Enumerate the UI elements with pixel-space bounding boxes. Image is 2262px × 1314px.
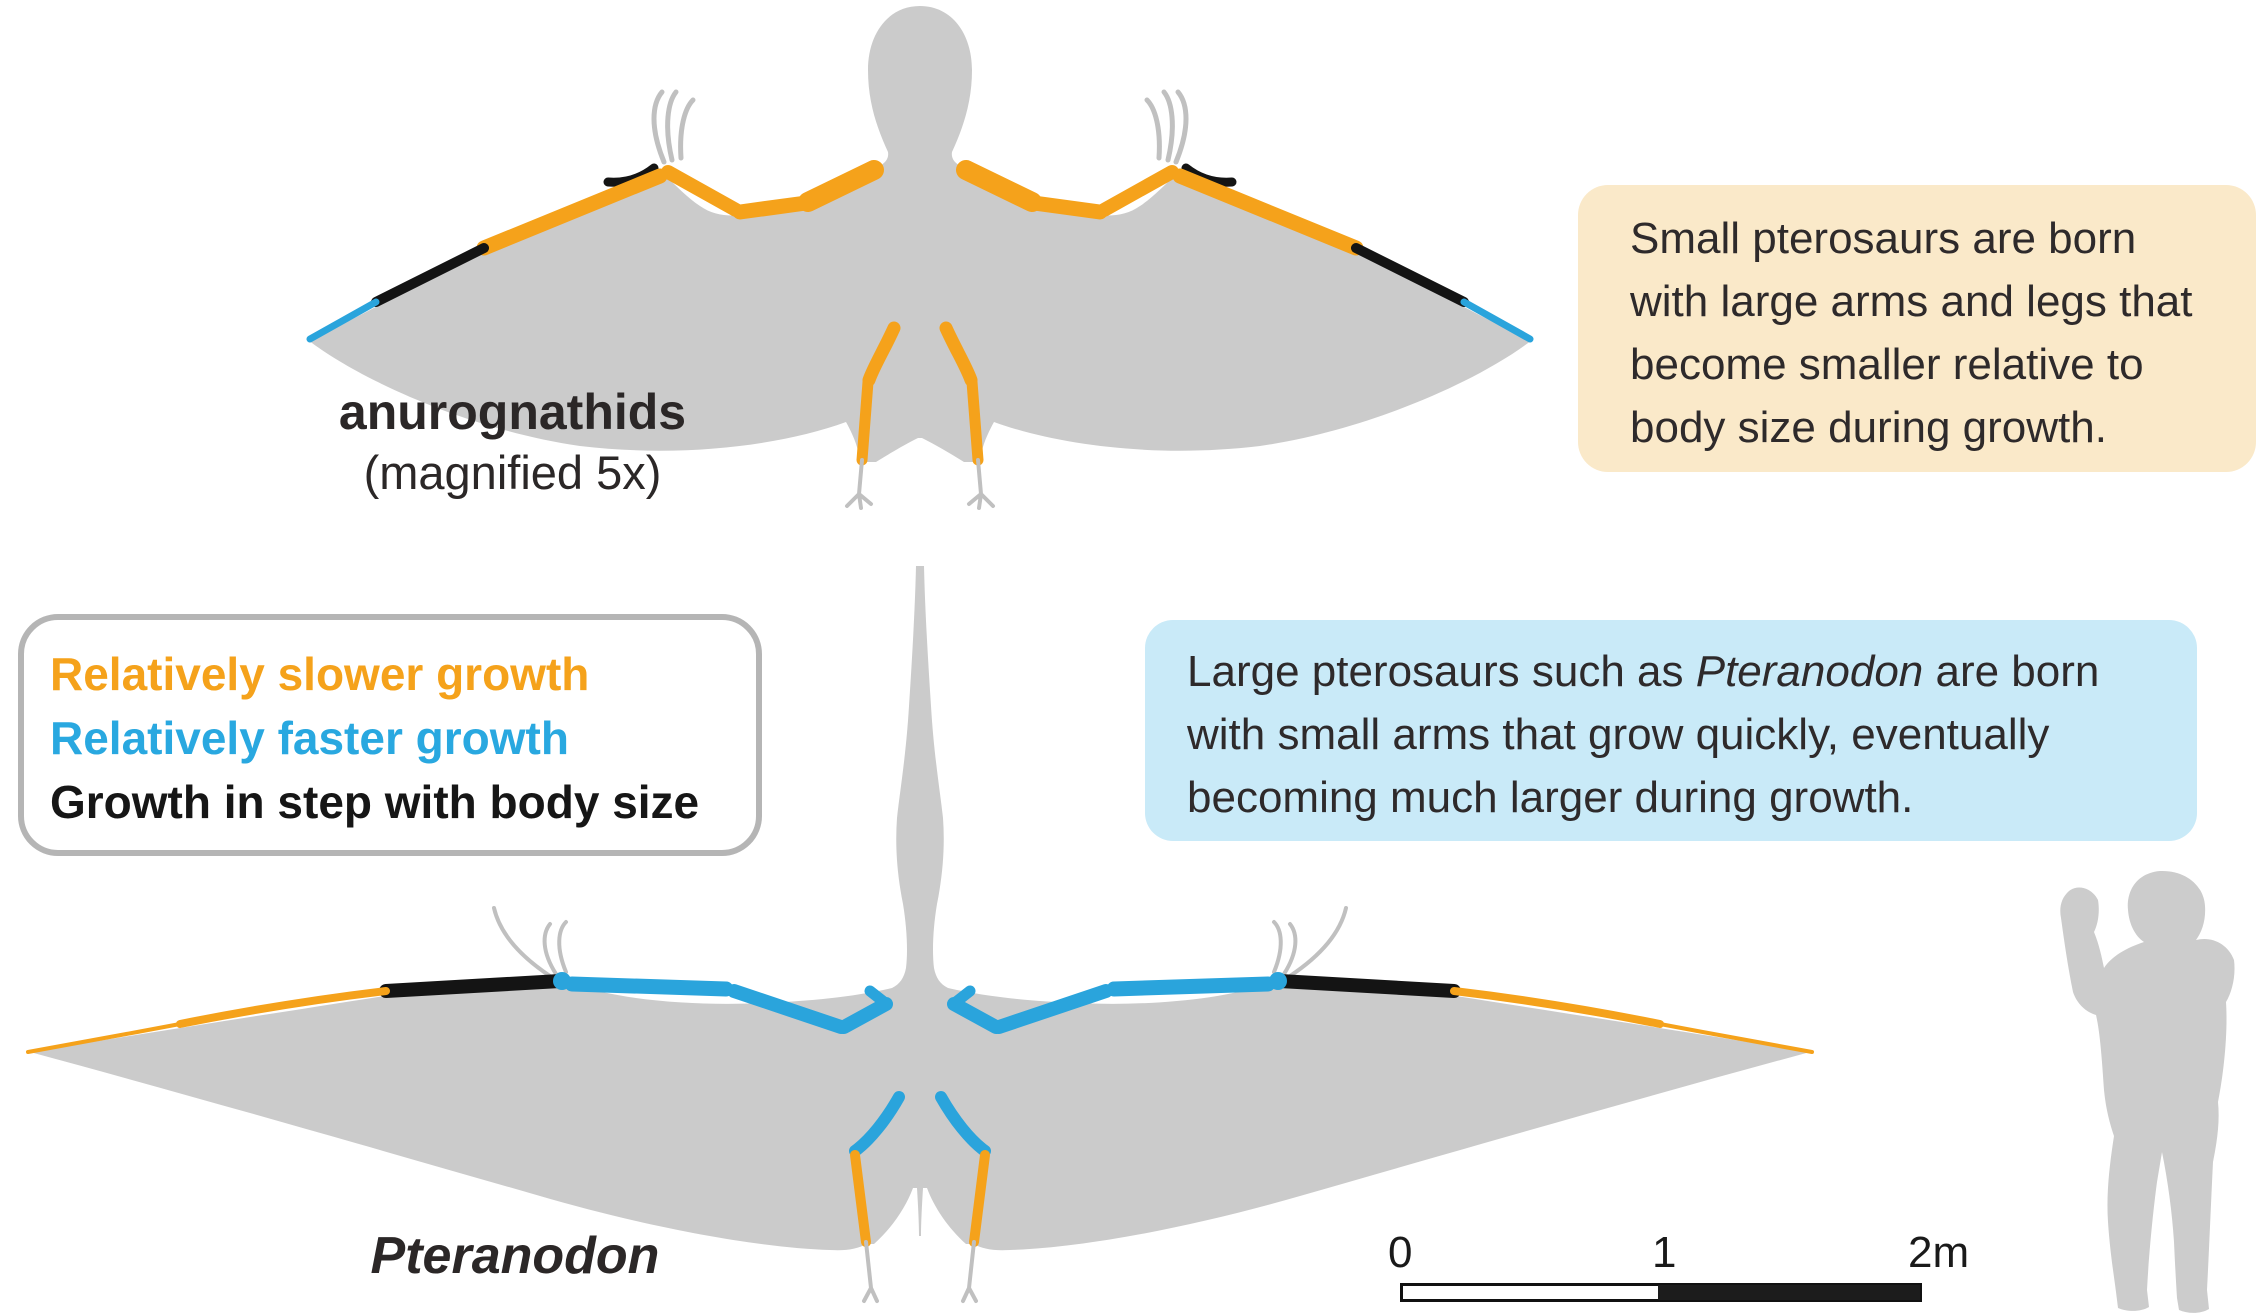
large-pterosaur-callout: Large pterosaurs such as Pteranodon are … [1145, 620, 2197, 841]
callout-large-italic-genus: Pteranodon [1695, 647, 1924, 696]
anurognathid-magnification-note: (magnified 5x) [363, 446, 662, 499]
anurognathid-silhouette [308, 6, 1532, 462]
anurognathid-label: anurognathids (magnified 5x) [240, 382, 785, 504]
callout-large-text-before: Large pterosaurs such as [1187, 647, 1696, 696]
scale-bar-filled-segment [1658, 1285, 1920, 1300]
legend-item-slower-growth: Relatively slower growth [50, 648, 590, 700]
human-scale-silhouette [2060, 870, 2235, 1313]
legend-item-faster-growth: Relatively faster growth [50, 712, 569, 764]
callout-large-text-after: are born with small arms that grow quick… [1187, 647, 2100, 822]
pteranodon-label: Pteranodon [370, 1227, 660, 1285]
legend-item-in-step-growth: Growth in step with body size [50, 776, 700, 828]
pteranodon-silhouette [30, 566, 1810, 1251]
small-pterosaur-callout: Small pterosaurs are born with large arm… [1578, 185, 2256, 472]
scale-bar: 0 1 2m [1380, 1228, 1969, 1308]
scale-tick-2m: 2m [1908, 1228, 1970, 1277]
anurognathid-name: anurognathids [338, 384, 687, 440]
scale-bar-track [1400, 1283, 1922, 1302]
growth-rate-legend: Relatively slower growth Relatively fast… [18, 614, 762, 856]
scale-tick-0: 0 [1388, 1228, 1413, 1277]
scale-tick-1: 1 [1652, 1228, 1677, 1277]
